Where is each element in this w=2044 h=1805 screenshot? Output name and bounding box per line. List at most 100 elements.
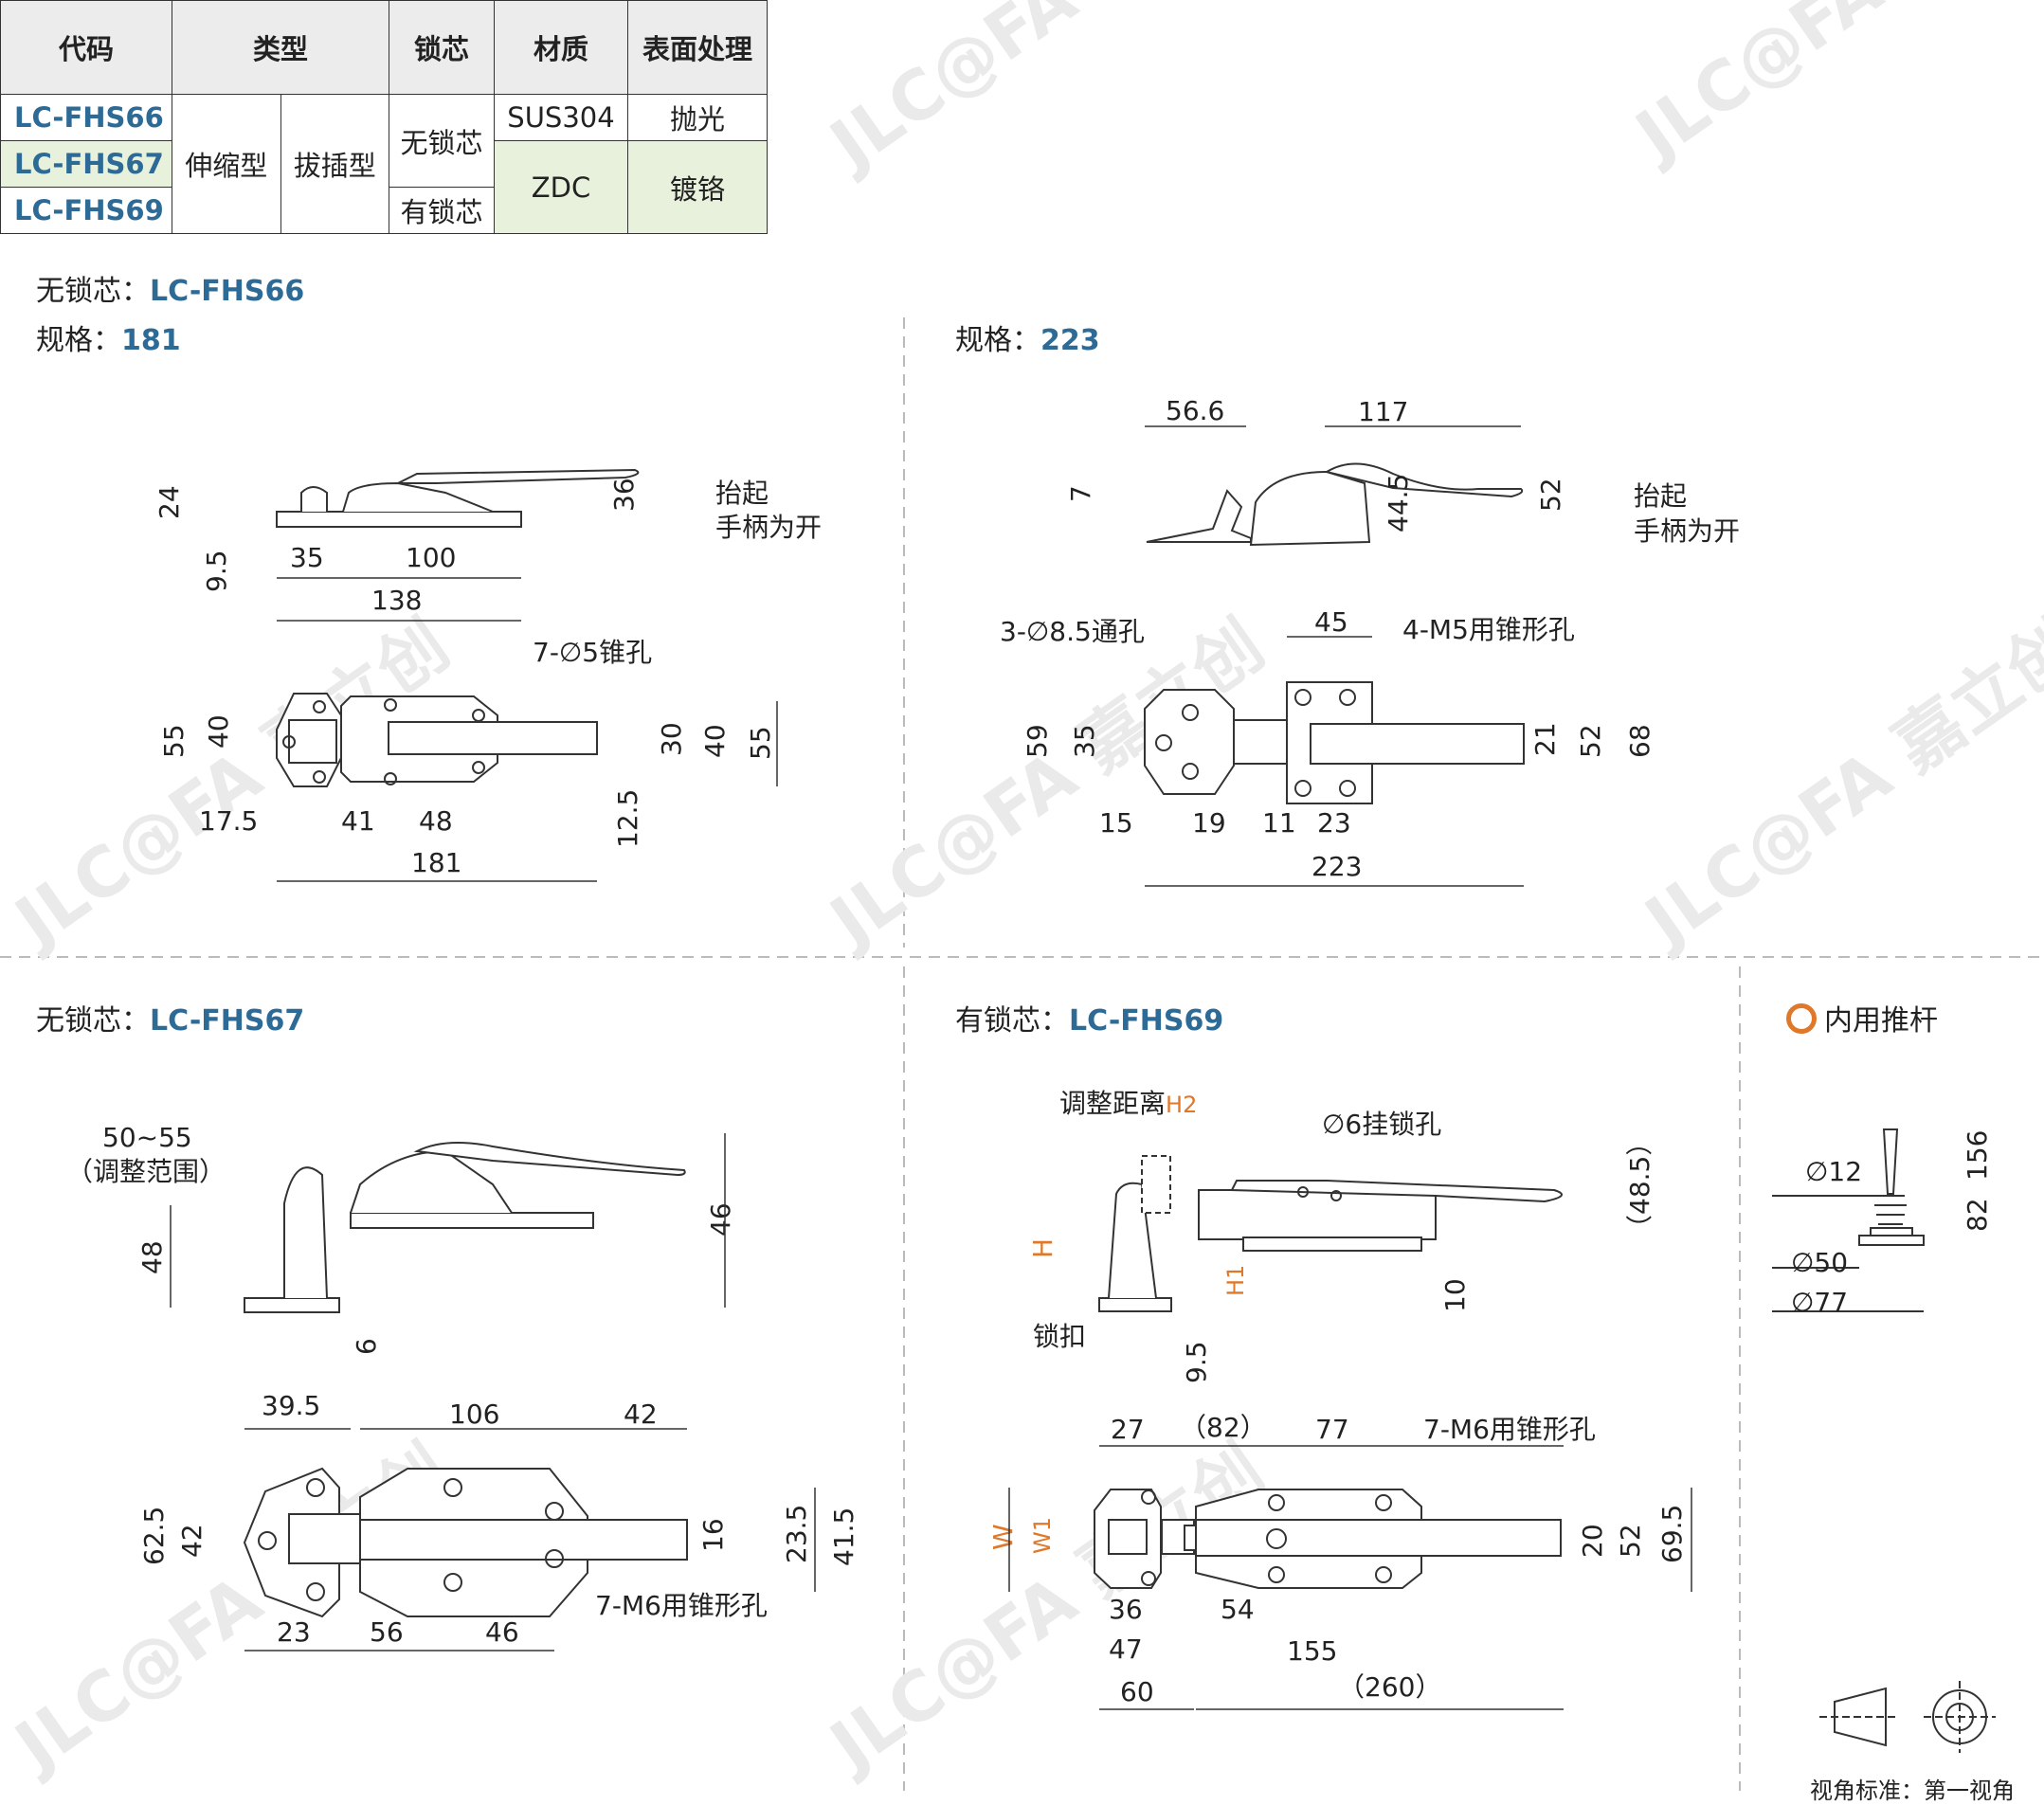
dim-label: 41.5 [828,1507,859,1566]
dim-label: 68 [1624,724,1655,758]
fhs69-side-view [1098,1155,1563,1312]
type-cell-b: 拔插型 [280,94,389,234]
dim-label: （260） [1338,1671,1441,1703]
note-adjust-label: （调整范围） [66,1156,226,1187]
dim-label: 41 [341,805,375,837]
dim-label: 181 [411,847,461,878]
section-title-push-rod: 内用推杆 [1786,997,1938,1038]
circle-marker-icon [1786,1003,1817,1034]
table-row-code: LC-FHS67 [0,140,172,188]
dim-label: 47 [1109,1634,1143,1665]
fhs66-dimension-lines [277,577,778,882]
spec-table: 代码 类型 锁芯 材质 表面处理 LC-FHS66 伸缩型 拔插型 无锁芯 SU… [0,0,768,234]
push-rod-dimensions: ∅12 ∅50 ∅77 156 82 [1791,1130,1993,1318]
dim-label: 59 [1022,724,1053,758]
dim-label: 12.5 [612,789,643,848]
dim-label: 52 [1615,1524,1646,1558]
dim-label: ∅50 [1791,1247,1848,1278]
section-title-fhs66: 无锁芯：LC-FHS66 [36,275,305,308]
dim-label: 10 [1439,1278,1471,1312]
fhs69-dimension-lines [1008,1445,1692,1710]
note-lift-open: 手柄为开 [1634,515,1740,547]
fhs69-dimensions: （48.5） 10 9.5 27 （82） 77 20 52 69.5 36 5… [1109,1129,1688,1707]
dim-label: 21 [1529,722,1561,756]
section-dividers [0,317,2044,1791]
dim-label: 42 [176,1524,208,1558]
note-h: H [1027,1238,1058,1258]
fhs66-top-view [276,693,598,787]
dim-label: 69.5 [1656,1505,1688,1563]
type-cell-a: 伸缩型 [172,94,281,234]
note-w: W [987,1524,1019,1550]
dim-label: 117 [1358,396,1408,427]
material-cell-1: SUS304 [494,94,628,141]
fhs67-notes: 50~55 （调整范围） 7-M6用锥形孔 [66,1122,768,1621]
fhs66-side-view [276,468,640,528]
spec-label-181: 规格：181 [36,324,181,357]
dim-label: 54 [1221,1594,1255,1625]
header-material: 材质 [494,0,628,95]
dim-label: 40 [203,714,234,749]
dim-label: 48 [136,1240,168,1274]
dim-label: 55 [745,726,776,760]
dim-label: 39.5 [262,1390,320,1421]
fhs67-dimension-lines [170,1133,816,1652]
note-m5-holes: 4-M5用锥形孔 [1402,614,1575,645]
material-cell-2: ZDC [494,140,628,234]
watermark-logo: JLC@FA 嘉立创 [1627,605,2044,964]
fhs223-dimensions: 56.6 117 7 44.5 52 45 59 35 21 52 68 15 … [1022,395,1655,882]
push-rod-view [1772,1128,1925,1312]
dim-label: 48 [419,805,453,837]
note-adjust-distance: 调整距离H2 [1059,1088,1197,1119]
dim-label: 20 [1577,1524,1608,1558]
dim-label: 6 [351,1338,382,1355]
dim-label: 155 [1287,1635,1337,1667]
dim-label: 35 [290,542,324,573]
dim-label: 23 [1317,807,1351,839]
dim-label: 62.5 [138,1507,170,1565]
dim-label: 7 [1065,485,1096,502]
dim-label: 60 [1120,1676,1154,1707]
section-title-fhs67: 无锁芯：LC-FHS67 [36,1004,305,1038]
fhs66-notes: 抬起 手柄为开 7-∅5锥孔 [533,478,822,668]
note-m6-holes: 7-M6用锥形孔 [595,1590,768,1621]
dim-label: 106 [449,1399,499,1430]
surface-cell-2: 镀铬 [627,140,768,234]
section-title-fhs69: 有锁芯：LC-FHS69 [955,1004,1224,1038]
projection-symbol-icon [1819,1681,1996,1753]
dim-label: 42 [624,1399,658,1430]
view-standard-label: 视角标准：第一视角 [1810,1778,2015,1804]
fhs69-notes: 调整距离H2 ∅6挂锁孔 锁扣 7-M6用锥形孔 H H1 W W1 [987,1088,1596,1554]
dim-label: 23.5 [781,1505,812,1563]
table-row-code: LC-FHS66 [0,94,172,141]
dim-label: 223 [1311,851,1362,882]
dim-label: 36 [608,478,640,512]
watermark-logo: JLC@FA 嘉立创 [1618,0,2044,177]
fhs223-side-view [1146,462,1524,547]
note-w1: W1 [1029,1517,1056,1554]
dim-label: 46 [705,1202,736,1236]
dim-label: 77 [1315,1414,1349,1445]
dim-label: 46 [485,1616,519,1648]
fhs67-side-view [244,1142,686,1313]
header-code: 代码 [0,0,172,95]
note-h1: H1 [1222,1265,1249,1296]
fhs69-top-view [1094,1489,1562,1589]
note-adjust-range: 50~55 [102,1122,192,1153]
dim-label: 156 [1962,1130,1993,1181]
dim-label: （82） [1180,1412,1267,1443]
dim-label: 56 [370,1616,404,1648]
dim-label: 30 [656,722,687,756]
dim-label: 24 [154,485,185,519]
fhs223-notes: 抬起 手柄为开 3-∅8.5通孔 4-M5用锥形孔 [1000,480,1740,647]
dim-label: 52 [1535,478,1566,512]
table-row-code: LC-FHS69 [0,187,172,234]
fhs223-dimension-lines [1145,425,1524,887]
note-lift: 抬起 [715,478,769,509]
fhs66-dimensions: 24 9.5 35 100 138 36 55 40 30 40 55 17.5… [154,478,776,878]
dim-label: 15 [1099,807,1133,839]
dim-label: 100 [406,542,456,573]
dim-label: 138 [371,585,422,616]
dim-label: 16 [697,1518,729,1552]
